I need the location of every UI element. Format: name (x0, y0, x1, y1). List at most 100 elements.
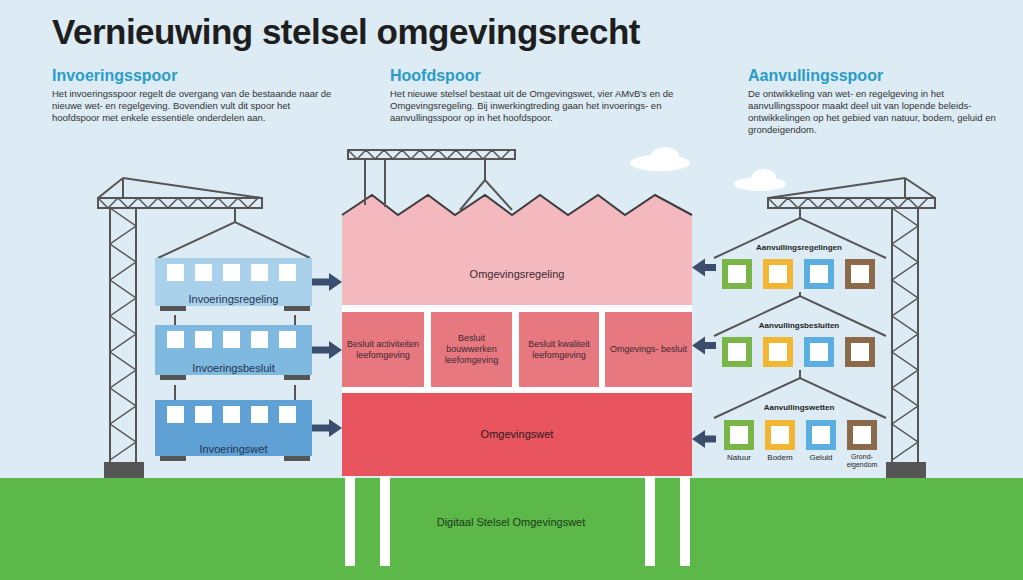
ground (0, 478, 1023, 580)
arrow (692, 259, 716, 277)
node-text: Omgevings- besluit (610, 344, 687, 355)
lattice-stroke (98, 198, 258, 208)
arrow (312, 273, 342, 291)
window (195, 406, 212, 423)
node-text: Aanvullingsbesluiten (759, 321, 839, 331)
theme-square (804, 337, 834, 367)
building-room: Besluit bouwwerken leefomgeving (431, 312, 512, 387)
pillar (345, 476, 690, 566)
arrow (312, 419, 342, 437)
crane (714, 178, 935, 466)
window (195, 331, 212, 348)
theme-square (806, 420, 836, 450)
arrow (692, 430, 716, 448)
node-text: Invoeringsregeling (189, 293, 279, 306)
track-description: Het invoeringsspoor regelt de overgang v… (52, 88, 337, 124)
crane (98, 178, 310, 466)
track-heading: Invoeringsspoor (52, 66, 352, 86)
window (851, 265, 869, 283)
node-text: Grond- eigendom (842, 453, 882, 470)
ground-band: Digitaal Stelsel Omgevingswet (400, 505, 622, 541)
supplement-building: Aanvullingsbesluiten (716, 321, 882, 370)
window (728, 343, 746, 361)
supplement-building: Aanvullingsregelingen (716, 243, 882, 292)
track-description: De ontwikkeling van wet- en regelgeving … (748, 88, 1010, 136)
arrow-shaft (312, 347, 330, 354)
theme-square (847, 420, 877, 450)
node-text: Omgevingsregeling (470, 268, 565, 281)
theme-square (765, 420, 795, 450)
theme-block: Grond- eigendom (842, 417, 882, 473)
window (251, 406, 268, 423)
arrow-head (329, 419, 342, 437)
node-text: Besluit bouwwerken leefomgeving (435, 333, 508, 365)
window (769, 265, 787, 283)
theme-square (763, 337, 793, 367)
arrow-shaft (704, 342, 716, 349)
window (769, 343, 787, 361)
arrow (692, 337, 716, 355)
building-floor: Omgevingswet (342, 393, 692, 476)
node-text: Invoeringsbesluit (192, 362, 275, 375)
train-car: Invoeringswet (155, 400, 312, 456)
window (223, 331, 240, 348)
node-text: Geluid (809, 453, 832, 463)
window (279, 331, 296, 348)
window (223, 264, 240, 281)
train-car: Invoeringsregeling (155, 258, 312, 306)
window (730, 426, 748, 444)
building-gap (342, 305, 692, 395)
window (810, 343, 828, 361)
building-floor: Omgevingsregeling (342, 245, 692, 305)
node-text: Aanvullingswetten (764, 403, 835, 413)
arrow-shaft (312, 425, 330, 432)
crane (348, 150, 515, 210)
crane-base (104, 462, 144, 478)
node-text: Aanvullingsregelingen (756, 243, 842, 253)
building-roof (342, 195, 692, 306)
arrow-head (329, 341, 342, 359)
window (167, 406, 184, 423)
theme-block: Geluid (801, 417, 841, 473)
crane-base (886, 462, 926, 478)
window (812, 426, 830, 444)
track-heading: Aanvullingsspoor (748, 66, 1008, 86)
lattice-stroke (110, 208, 136, 460)
window (853, 426, 871, 444)
arrow-head (329, 273, 342, 291)
arrow (312, 341, 342, 359)
node-text: Bodem (767, 453, 792, 463)
window (223, 406, 240, 423)
node-text: Besluit kwaliteit leefomgeving (523, 339, 595, 361)
window (771, 426, 789, 444)
window (167, 264, 184, 281)
building-room: Besluit activiteiten leefomgeving (342, 312, 424, 387)
node-text: Natuur (727, 453, 751, 463)
arrow-shaft (704, 264, 716, 271)
arrow-head (692, 337, 705, 355)
lattice-stroke (892, 208, 918, 460)
window (167, 331, 184, 348)
lattice-stroke (348, 150, 510, 159)
arrow-head (692, 259, 705, 277)
track-description: Het nieuwe stelsel bestaat uit de Omgevi… (390, 88, 675, 124)
building-room: Omgevings- besluit (605, 312, 692, 387)
roof-outline (342, 195, 692, 215)
arrow-shaft (312, 279, 330, 286)
building-room: Besluit kwaliteit leefomgeving (519, 312, 599, 387)
supplement-building: AanvullingswettenNatuur Bodem Geluid Grond-… (716, 403, 882, 475)
node-text: Besluit activiteiten leefomgeving (346, 339, 420, 361)
theme-square (722, 259, 752, 289)
window (251, 331, 268, 348)
track-heading: Hoofdspoor (390, 66, 690, 86)
title: Vernieuwing stelsel omgevingsrecht (52, 12, 640, 52)
train-car: Invoeringsbesluit (155, 325, 312, 375)
window (728, 265, 746, 283)
window (279, 264, 296, 281)
theme-square (845, 259, 875, 289)
node-text: Omgevingswet (481, 428, 554, 441)
window (851, 343, 869, 361)
window (279, 406, 296, 423)
